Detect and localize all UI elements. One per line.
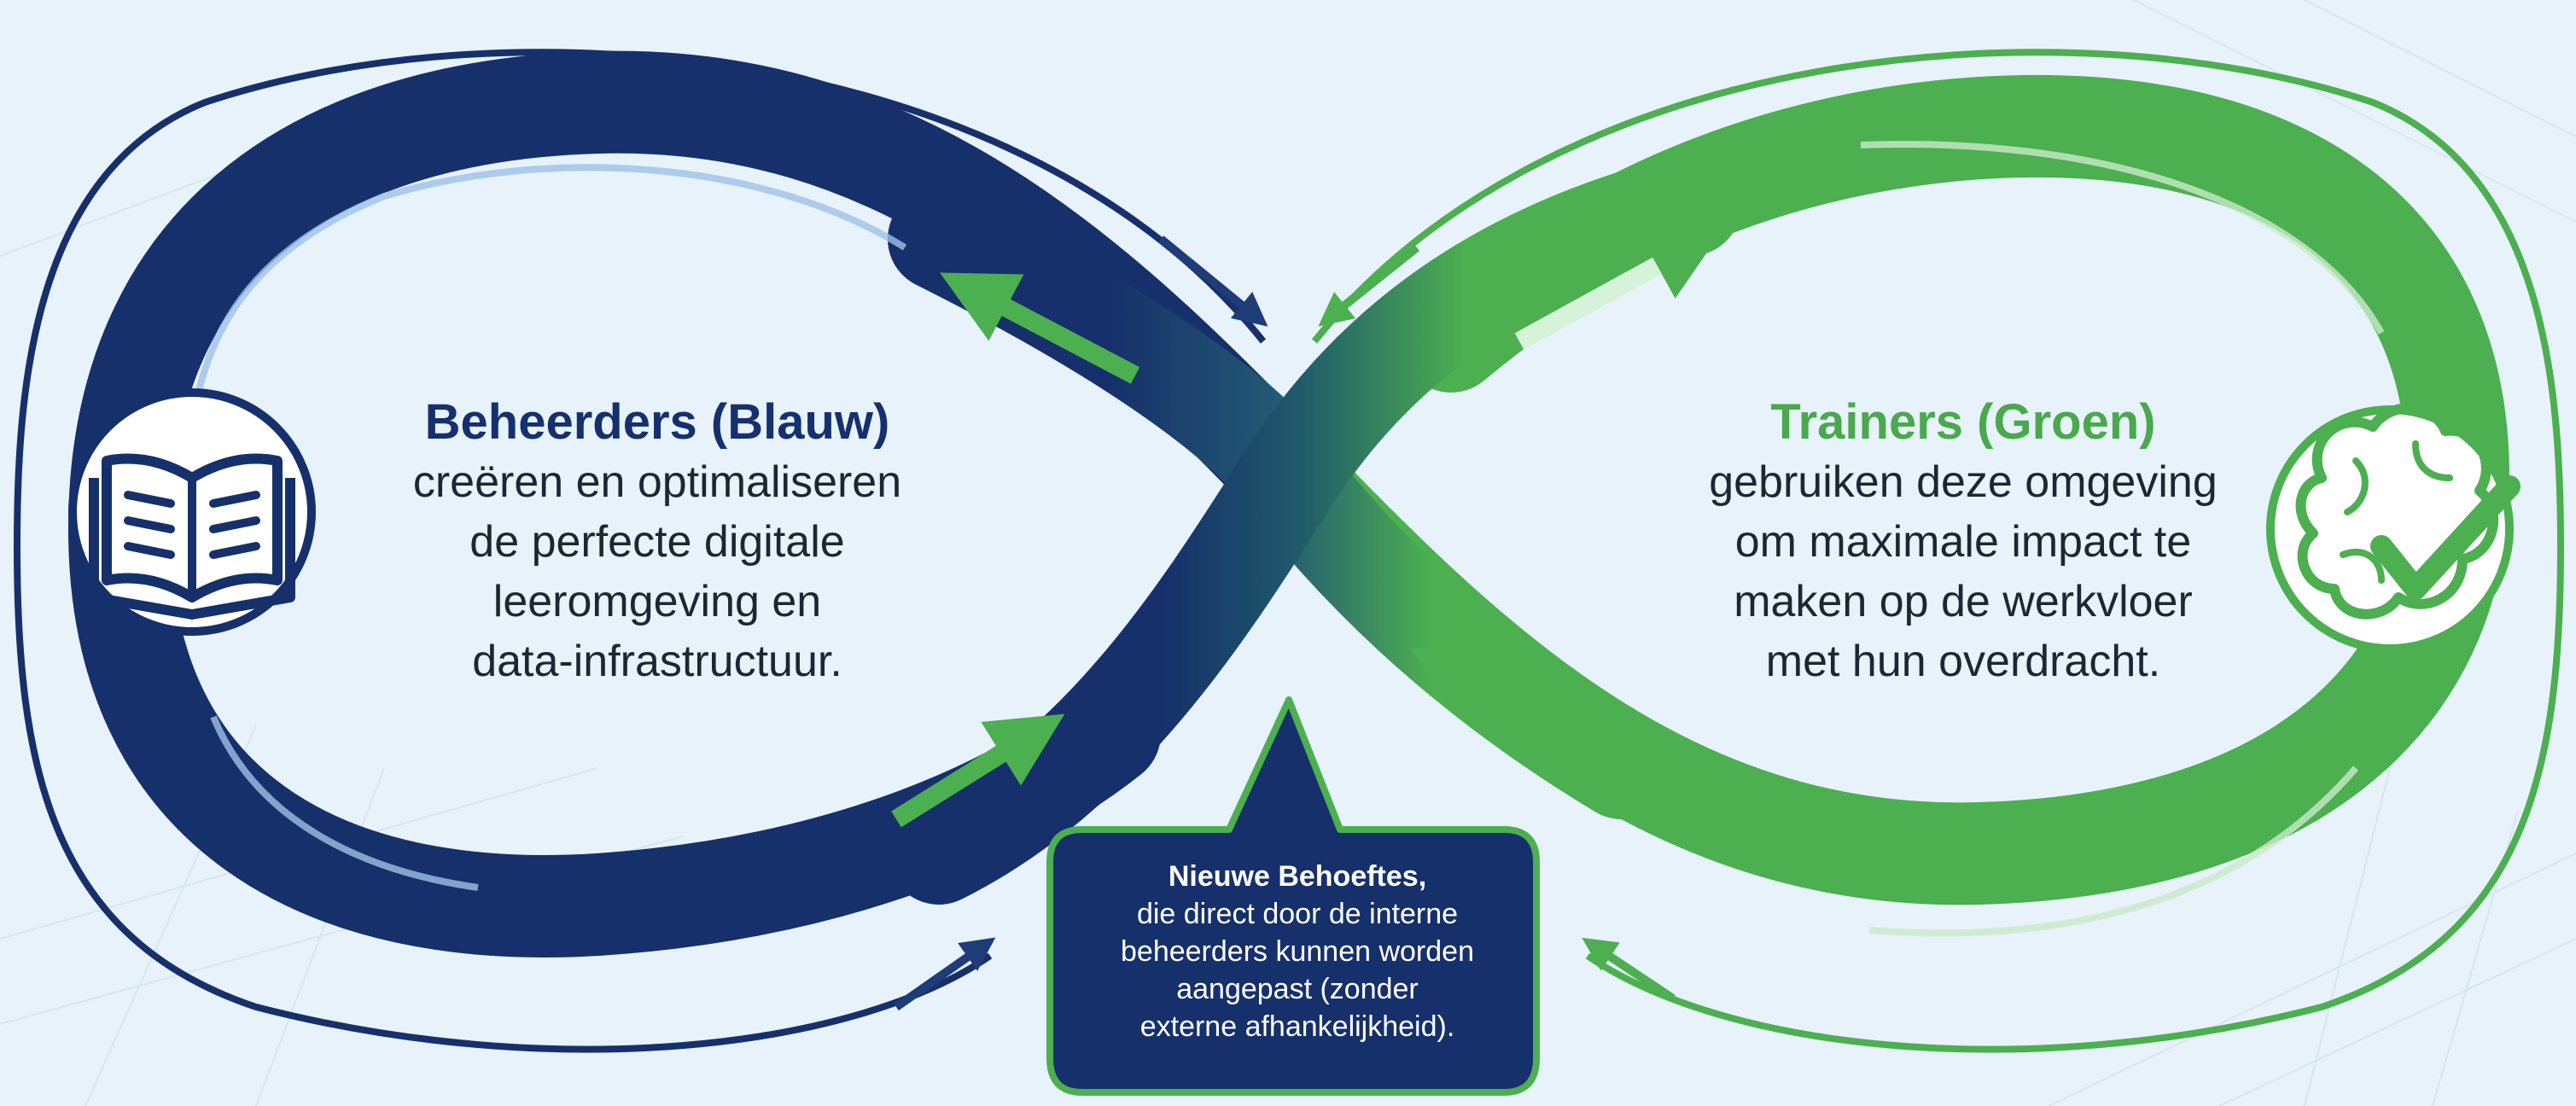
arrow-top-right xyxy=(1318,244,1420,327)
beheerders-heading: Beheerders (Blauw) xyxy=(424,394,890,450)
arrow-band-lower-left xyxy=(891,713,1065,828)
trainers-line-2: om maximale impact te xyxy=(1734,517,2192,567)
callout-heading: Nieuwe Behoeftes, xyxy=(1168,860,1427,893)
brain-check-icon xyxy=(2266,403,2521,653)
callout-text: Nieuwe Behoeftes, die direct door de int… xyxy=(1058,858,1536,1045)
arrow-band-up-left xyxy=(940,272,1140,384)
beheerders-line-2: de perfecte digitale xyxy=(469,517,845,567)
beheerders-line-3: leeromgeving en xyxy=(492,577,822,626)
arrow-bottom-right xyxy=(1582,937,1676,1003)
callout-line-2: beheerders kunnen worden xyxy=(1121,935,1474,968)
arrow-band-lower-right xyxy=(1409,647,1627,777)
blue-inner-highlight xyxy=(193,164,907,402)
arrow-band-up-right xyxy=(1514,229,1723,350)
cross-band-up xyxy=(888,154,1741,905)
book-icon xyxy=(68,388,316,636)
arrow-top-left xyxy=(1157,236,1268,327)
beheerders-line-4: data-infrastructuur. xyxy=(472,637,842,686)
trainers-line-3: maken op de werkvloer xyxy=(1734,577,2193,626)
callout-line-3: aangepast (zonder xyxy=(1176,973,1419,1005)
trainers-heading: Trainers (Groen) xyxy=(1770,394,2156,450)
green-lower-highlight xyxy=(1868,765,2359,937)
beheerders-line-1: creëren en optimaliseren xyxy=(412,457,902,507)
beheerders-text: Beheerders (Blauw) creëren en optimalise… xyxy=(350,393,965,691)
trainers-line-4: met hun overdracht. xyxy=(1765,637,2161,686)
outer-green-ring xyxy=(1311,49,2565,1053)
blue-lower-highlight xyxy=(210,715,479,891)
callout-line-4: externe afhankelijkheid). xyxy=(1139,1010,1455,1043)
arrow-bottom-left xyxy=(894,937,996,1011)
trainers-line-1: gebruiken deze omgeving xyxy=(1709,457,2218,507)
callout-line-1: die direct door de interne xyxy=(1136,898,1459,930)
green-inner-highlight xyxy=(1860,141,2385,335)
callout-bubble xyxy=(1046,696,1540,1096)
trainers-text: Trainers (Groen) gebruiken deze omgeving… xyxy=(1605,393,2322,691)
